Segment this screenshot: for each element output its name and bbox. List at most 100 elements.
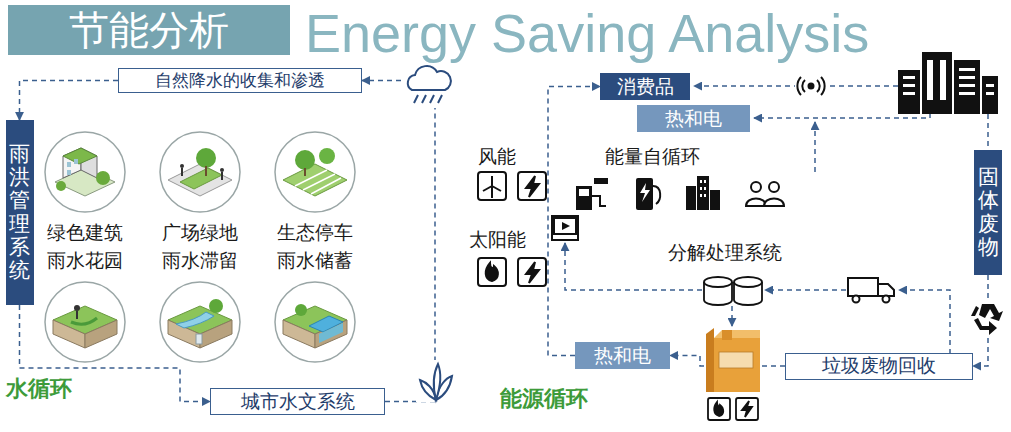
process-box: 热和电 (575, 342, 670, 369)
annotation-label: 分解处理系统 (668, 242, 782, 264)
fire-icon (478, 258, 506, 286)
rain-storage-illustration (315, 320, 347, 348)
plant-icon (416, 360, 456, 402)
truck-icon (848, 278, 894, 303)
city-buildings-icon (686, 176, 720, 210)
wireless-icon (809, 84, 814, 89)
plaza-green-illustration (180, 168, 222, 189)
people-icon (764, 199, 784, 207)
rain-cloud-icon (414, 95, 442, 103)
truck-icon (848, 278, 878, 296)
flow-line (731, 306, 733, 326)
plaza-green-illustration (168, 164, 232, 196)
fire-icon (486, 263, 498, 281)
title-text: 节能分析 (69, 7, 229, 53)
plant-icon (420, 380, 436, 400)
rain-detention-illustration (160, 282, 240, 362)
incinerator-illustration (714, 338, 760, 392)
plaza-green-illustration (196, 148, 216, 168)
eco-parking-illustration (275, 132, 355, 212)
annotation-label: 风能 (478, 146, 516, 168)
city-building-icon (986, 92, 994, 95)
city-building-icon (922, 52, 952, 114)
city-building-icon (903, 76, 915, 79)
process-box: 消费品 (600, 73, 690, 100)
city-building-icon (927, 60, 933, 100)
dashed-connector (670, 356, 785, 367)
plaza-green-illustration (180, 164, 184, 168)
rain-garden-illustration (45, 282, 125, 362)
electricity-icon (518, 258, 546, 286)
wireless-icon (795, 74, 827, 98)
annotation-label: 雨水储蓄 (277, 250, 353, 272)
dashed-connector (973, 275, 988, 366)
rain-detention-illustration (196, 334, 202, 344)
system-band: 雨洪管理系统 (6, 120, 34, 305)
recycle-icon (971, 306, 979, 316)
plaza-green-illustration (220, 168, 224, 172)
flow-line (987, 114, 989, 149)
annotation-label: 雨水滞留 (162, 250, 238, 272)
fuel-station-icon (592, 196, 606, 206)
recycle-icon (968, 300, 1004, 338)
green-building-illustration (45, 132, 125, 212)
flow-line (899, 290, 950, 354)
annotation-label: 能源循环 (500, 386, 588, 411)
green-building-illustration (74, 159, 78, 164)
process-box: 自然降水的收集和渗透 (118, 68, 362, 93)
flow-line (565, 86, 988, 354)
city-buildings-icon (704, 180, 706, 183)
fire-icon (708, 398, 730, 420)
electricity-icon (736, 398, 758, 420)
people-icon (769, 182, 779, 192)
dashed-connector (362, 81, 435, 402)
rain-cloud-icon (404, 66, 452, 108)
dashed-connector (548, 87, 600, 356)
annotation-label: 能量自循环 (605, 146, 700, 168)
city-building-icon (959, 68, 975, 71)
eco-parking-illustration (295, 150, 315, 170)
wind-turbine-icon (483, 176, 501, 198)
incinerator-illustration (719, 352, 753, 368)
rain-storage-illustration (319, 323, 343, 343)
dashed-connector (20, 81, 119, 121)
city-buildings-icon (700, 194, 702, 197)
electricity-icon (518, 172, 546, 200)
city-buildings-icon (686, 186, 696, 210)
rain-garden-illustration (53, 320, 85, 348)
people-icon (746, 182, 784, 206)
charger-icon (636, 178, 653, 210)
green-building-illustration (96, 171, 110, 185)
charger-icon (640, 183, 650, 202)
electricity-icon (526, 176, 539, 197)
city-buildings-icon (704, 187, 706, 190)
plaza-green-illustration (160, 132, 240, 212)
rain-cloud-icon (404, 66, 452, 108)
rain-storage-illustration (275, 282, 355, 362)
node-text: 自然降水的收集和渗透 (155, 71, 325, 91)
incinerator-illustration (714, 330, 760, 338)
green-building-illustration (67, 170, 71, 175)
city-building-icon (959, 84, 975, 87)
incinerator-illustration (706, 328, 760, 392)
electricity-icon (518, 172, 546, 200)
plaza-green-illustration (205, 166, 207, 176)
eco-parking-illustration (275, 132, 355, 212)
city-building-icon (898, 70, 920, 114)
rain-detention-illustration (176, 312, 214, 328)
city-building-icon (954, 60, 980, 114)
plant-icon (416, 360, 456, 402)
people-icon (751, 182, 761, 192)
wireless-icon (795, 74, 827, 98)
process-box: 热和电 (637, 105, 750, 132)
rain-garden-illustration (53, 306, 117, 334)
annotation-label: 广场绿地 (162, 222, 238, 244)
annotation-label: 绿色建筑 (47, 222, 123, 244)
fuel-station-icon (576, 178, 608, 210)
annotation-label: 雨水花园 (47, 250, 123, 272)
incinerator-illustration (706, 328, 714, 392)
rain-storage-illustration (309, 316, 343, 332)
city-building-icon (898, 52, 998, 114)
electricity-icon (518, 258, 546, 286)
node-text: 城市水文系统 (241, 391, 355, 413)
